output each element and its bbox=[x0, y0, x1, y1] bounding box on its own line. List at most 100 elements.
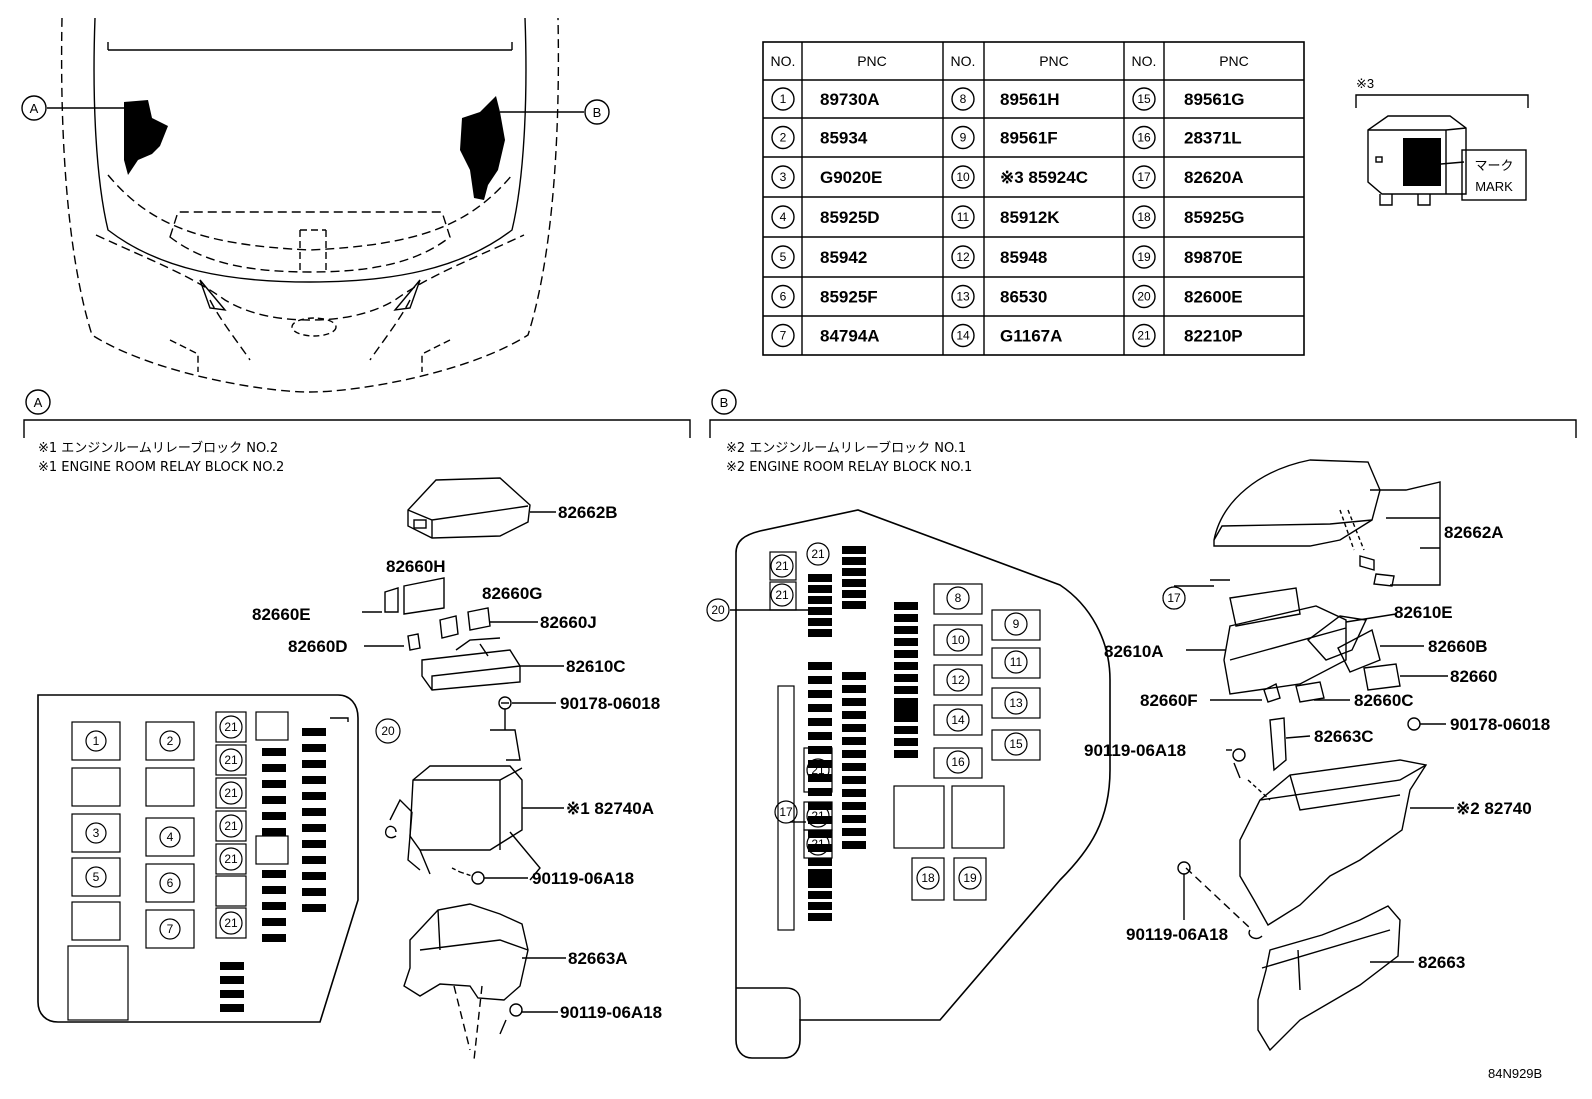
fuse-slot bbox=[145, 909, 195, 949]
section-a-callout: A bbox=[34, 395, 43, 410]
fuse-slot bbox=[145, 721, 195, 761]
table-no-circle bbox=[1132, 245, 1156, 269]
fuse-bar bbox=[220, 962, 244, 970]
fuse-bar bbox=[842, 789, 866, 797]
table-pnc: G1167A bbox=[1000, 327, 1062, 346]
panel-a-number: 3 bbox=[93, 826, 100, 840]
table-header-pnc-1: PNC bbox=[857, 53, 887, 69]
panel-a-number: 21 bbox=[224, 786, 238, 800]
table-pnc: 85948 bbox=[1000, 248, 1047, 267]
fuse-bar bbox=[808, 869, 832, 877]
pnc-table-grid bbox=[762, 41, 1305, 356]
fuse-bar bbox=[894, 674, 918, 682]
section-b-callout: B bbox=[720, 395, 729, 410]
relay-block-a-panel bbox=[37, 694, 359, 1023]
fuse-slot bbox=[145, 863, 195, 903]
fuse-bar bbox=[842, 724, 866, 732]
fuse-bar bbox=[302, 888, 326, 896]
fuse-bar bbox=[302, 728, 326, 736]
callout-a-label: A bbox=[30, 101, 39, 116]
fuse-bar bbox=[842, 590, 866, 598]
part-82660G: 82660G bbox=[482, 584, 543, 603]
table-no-circle bbox=[951, 87, 975, 111]
panel-a-number: 4 bbox=[167, 830, 174, 844]
part-82610E: 82610E bbox=[1394, 603, 1453, 622]
table-pnc: 84794A bbox=[820, 327, 880, 346]
part-82660B: 82660B bbox=[1428, 637, 1488, 656]
part-90119-06A18-a2: 90119-06A18 bbox=[560, 1003, 662, 1022]
part-82662B: 82662B bbox=[558, 503, 618, 522]
panel-a-number: 5 bbox=[93, 870, 100, 884]
fuse-bar bbox=[808, 760, 832, 768]
table-pnc: 85942 bbox=[820, 248, 867, 267]
fuse-slot bbox=[71, 857, 121, 897]
table-no: 5 bbox=[780, 250, 787, 264]
fuse-bar bbox=[808, 662, 832, 670]
panel-b-number: 16 bbox=[951, 755, 965, 769]
section-a-title-en: ※1 ENGINE ROOM RELAY BLOCK NO.2 bbox=[38, 460, 284, 475]
section-b-parts bbox=[730, 459, 1454, 1052]
fuse-bar bbox=[220, 976, 244, 984]
fuse-bar bbox=[894, 714, 918, 722]
fuse-bar bbox=[808, 844, 832, 852]
fuse-bar bbox=[894, 726, 918, 734]
table-no: 16 bbox=[1137, 131, 1151, 145]
fuse-bar bbox=[808, 732, 832, 740]
table-pnc: 85934 bbox=[820, 129, 868, 148]
relay-mark-jp: マーク bbox=[1474, 158, 1513, 173]
table-pnc: 28371L bbox=[1184, 129, 1242, 148]
fuse-bar bbox=[262, 870, 286, 878]
fuse-bar bbox=[808, 858, 832, 866]
table-pnc: 85912K bbox=[1000, 208, 1060, 227]
fuse-bar bbox=[894, 702, 918, 710]
relay-mark-en: MARK bbox=[1475, 179, 1513, 194]
fuse-bar bbox=[842, 763, 866, 771]
panel-b-number: 17 bbox=[779, 805, 793, 819]
panel-b-number: 13 bbox=[1009, 696, 1023, 710]
table-pnc: 89561F bbox=[1000, 129, 1058, 148]
fuse-bar bbox=[808, 774, 832, 782]
table-pnc: G9020E bbox=[820, 168, 882, 187]
fuse-bar bbox=[842, 568, 866, 576]
fuse-bar bbox=[302, 904, 326, 912]
fuse-bar bbox=[808, 574, 832, 582]
callout-a-circle bbox=[21, 95, 47, 121]
fuse-slot bbox=[145, 767, 195, 807]
fuse-bar bbox=[220, 1004, 244, 1012]
section-b-title-jp: ※2 エンジンルームリレーブロック NO.1 bbox=[726, 440, 966, 456]
fuse-bar bbox=[894, 738, 918, 746]
fuse-bar bbox=[302, 744, 326, 752]
fuse-bar bbox=[894, 638, 918, 646]
table-pnc: 86530 bbox=[1000, 288, 1047, 307]
fuse-bar bbox=[262, 764, 286, 772]
fuse-bar bbox=[302, 776, 326, 784]
table-pnc: 82620A bbox=[1184, 168, 1244, 187]
panel-a-number: 1 bbox=[93, 734, 100, 748]
fuse-bar bbox=[220, 990, 244, 998]
part-82740A: ※1 82740A bbox=[566, 799, 654, 818]
fuse-slot bbox=[71, 767, 121, 807]
fuse-bar bbox=[842, 841, 866, 849]
fuse-bar bbox=[842, 802, 866, 810]
table-pnc: 85925D bbox=[820, 208, 880, 227]
fuse-bar bbox=[842, 711, 866, 719]
table-pnc: ※3 85924C bbox=[1000, 168, 1088, 187]
panel-a-number: 20 bbox=[381, 724, 395, 738]
part-82663A: 82663A bbox=[568, 949, 628, 968]
part-82662A: 82662A bbox=[1444, 523, 1504, 542]
part-82660H: 82660H bbox=[386, 557, 446, 576]
fuse-bar bbox=[262, 934, 286, 942]
panel-a-number: 2 bbox=[167, 734, 174, 748]
table-pnc: 85925G bbox=[1184, 208, 1245, 227]
table-no-circle bbox=[951, 245, 975, 269]
panel-b-number: 15 bbox=[1009, 737, 1023, 751]
section-b-title-en: ※2 ENGINE ROOM RELAY BLOCK NO.1 bbox=[726, 460, 972, 475]
fuse-bar bbox=[262, 886, 286, 894]
part-90178-06018-b: 90178-06018 bbox=[1450, 715, 1550, 734]
table-pnc: 89870E bbox=[1184, 248, 1243, 267]
fuse-slot bbox=[67, 945, 129, 1021]
part-17-callout: 17 bbox=[1167, 591, 1181, 605]
part-90119-06A18-b1: 90119-06A18 bbox=[1084, 741, 1186, 760]
fuse-bar bbox=[808, 880, 832, 888]
table-header-no-3: NO. bbox=[1132, 53, 1157, 69]
